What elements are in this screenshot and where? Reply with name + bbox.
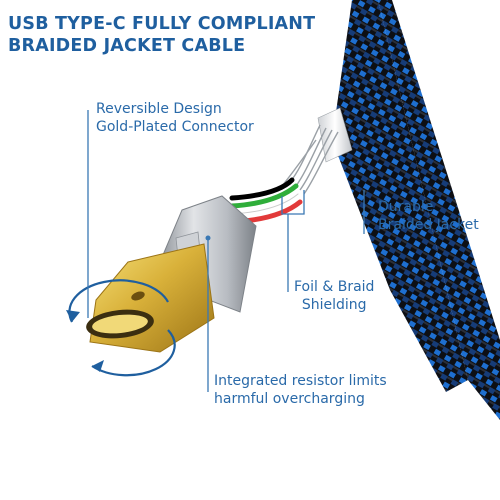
callout-resistor: Integrated resistor limits harmful overc… <box>214 372 387 408</box>
callout-jacket-line-1: Durable <box>378 199 434 215</box>
gold-plated-connector <box>86 243 215 353</box>
callout-shielding: Foil & Braid Shielding <box>288 278 374 314</box>
callout-resistor-line-1: Integrated resistor limits <box>214 373 387 389</box>
title-line-1: USB TYPE-C FULLY COMPLIANT <box>8 14 316 34</box>
callout-resistor-line-2: harmful overcharging <box>214 391 365 407</box>
rotation-arrow-icon <box>66 279 176 377</box>
braided-jacket <box>332 0 500 420</box>
callout-reversible: Reversible Design Gold-Plated Connector <box>96 100 254 136</box>
callout-shielding-line-1: Foil & Braid <box>294 279 375 295</box>
title-line-2: BRAIDED JACKET CABLE <box>8 36 246 56</box>
callout-shielding-line-2: Shielding <box>301 297 367 313</box>
leader-lines <box>87 110 365 392</box>
callout-jacket-line-2: Braided Jacket <box>378 217 479 233</box>
leader-dots <box>205 235 211 241</box>
callout-reversible-line-2: Gold-Plated Connector <box>96 119 254 135</box>
leader-shielding-bracket <box>281 190 305 215</box>
callout-reversible-line-1: Reversible Design <box>96 101 222 117</box>
callout-jacket: Durable Braided Jacket <box>378 198 479 234</box>
